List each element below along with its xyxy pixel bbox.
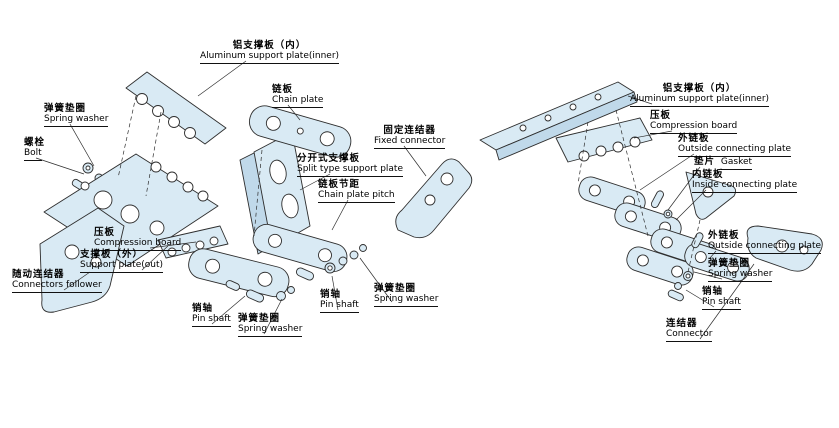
label-split-type-support-plate: 分开式支撑板 Split type support plate (297, 153, 403, 178)
label-text-en: Compression board (650, 121, 738, 135)
label-text-en: Chain plate (272, 95, 324, 109)
label-text-en: Gasket (720, 157, 753, 170)
axis-lines (117, 95, 701, 273)
label-text-zh: 铝支撑板（内） (232, 40, 307, 51)
label-compression-board-left: 压板 Compression board (94, 227, 182, 252)
label-fixed-connector: 固定连结器 Fixed connector (374, 125, 446, 150)
label-text-en: Aluminum support plate(inner) (200, 51, 340, 65)
label-text-zh: 固定连结器 (383, 125, 436, 136)
shape-compression-board-right (555, 117, 653, 163)
label-text-en: Split type support plate (297, 164, 403, 178)
label-connector: 连结器 Connector (666, 318, 713, 343)
label-bolt: 螺栓 Bolt (24, 137, 46, 162)
label-text-zh: 压板 (650, 110, 672, 121)
label-text-zh: 垫片 (694, 156, 716, 167)
label-pin-shaft-right: 销轴 Pin shaft (702, 286, 741, 311)
label-text-zh: 随动连结器 (12, 269, 65, 280)
label-text-en: Outside connecting plate (708, 241, 822, 255)
shape-aluminum-support-plate-inner-left (125, 71, 227, 145)
label-text-en: Chain plate pitch (318, 190, 395, 204)
label-text-zh: 链板节距 (318, 179, 361, 190)
label-text-zh: 分开式支撑板 (297, 153, 361, 164)
label-spring-washer-lower-left: 弹簧垫圈 Spring washer (238, 313, 303, 338)
label-compression-board-right: 压板 Compression board (650, 110, 738, 135)
label-text-zh: 弹簧垫圈 (44, 103, 87, 114)
label-text-en: Outside connecting plate (678, 144, 792, 158)
label-text-en: Fixed connector (374, 136, 446, 150)
label-text-zh: 支撑板（外） (80, 249, 144, 260)
label-spring-washer-right: 弹簧垫圈 Spring washer (708, 258, 773, 283)
shape-connector (746, 225, 823, 272)
label-spring-washer-center: 弹簧垫圈 Spring washer (374, 283, 439, 308)
label-text-en: Bolt (24, 148, 42, 162)
leader-lines (35, 60, 755, 340)
label-inside-connecting-plate: 内链板 Inside connecting plate (692, 169, 798, 194)
shape-connecting-plates-right (578, 176, 750, 286)
label-text-en: Connectors follower (12, 280, 102, 294)
label-text-en: Support plate(out) (80, 260, 163, 274)
label-text-en: Inside connecting plate (692, 180, 798, 194)
label-text-en: Pin shaft (320, 300, 359, 314)
label-text-zh: 链板 (272, 84, 294, 95)
label-text-en: Pin shaft (702, 297, 741, 311)
label-text-zh: 销轴 (192, 303, 214, 314)
shape-aluminum-support-plate-inner-right (479, 81, 638, 161)
label-text-en: Spring washer (374, 294, 439, 308)
shape-compression-board-left (157, 225, 229, 259)
label-text-zh: 压板 (94, 227, 116, 238)
label-gasket: 垫片 Gasket (694, 156, 753, 170)
shape-chain-plate (248, 105, 352, 158)
label-text-en: Compression board (94, 238, 182, 252)
label-text-en: Spring washer (44, 114, 109, 128)
label-connectors-follower: 随动连结器 Connectors follower (12, 269, 102, 294)
label-aluminum-support-plate-inner-left: 铝支撑板（内） Aluminum support plate(inner) (200, 40, 340, 65)
label-chain-plate-pitch: 链板节距 Chain plate pitch (318, 179, 395, 204)
label-text-en: Spring washer (708, 269, 773, 283)
label-text-zh: 内链板 (692, 169, 724, 180)
label-text-zh: 螺栓 (24, 137, 46, 148)
label-chain-plate: 链板 Chain plate (272, 84, 324, 109)
shape-pins-washers-left (225, 244, 367, 303)
label-outside-connecting-plate-upper: 外链板 Outside connecting plate (678, 133, 792, 158)
label-support-plate-out: 支撑板（外） Support plate(out) (80, 249, 163, 274)
label-text-zh: 弹簧垫圈 (238, 313, 281, 324)
label-pin-shaft-lower-left: 销轴 Pin shaft (192, 303, 231, 328)
label-text-zh: 铝支撑板（内） (662, 83, 737, 94)
label-text-en: Pin shaft (192, 314, 231, 328)
label-text-zh: 外链板 (678, 133, 710, 144)
label-text-zh: 连结器 (666, 318, 698, 329)
label-text-en: Aluminum support plate(inner) (630, 94, 770, 108)
shape-fixed-connector (395, 158, 473, 239)
label-text-en: Connector (666, 329, 713, 343)
shape-gasket-plate (685, 171, 737, 220)
label-text-zh: 销轴 (320, 289, 342, 300)
label-text-zh: 弹簧垫圈 (708, 258, 751, 269)
label-aluminum-support-plate-inner-right: 铝支撑板（内） Aluminum support plate(inner) (630, 83, 770, 108)
label-text-zh: 外链板 (708, 230, 740, 241)
label-text-en: Spring washer (238, 324, 303, 338)
label-spring-washer-top-left: 弹簧垫圈 Spring washer (44, 103, 109, 128)
label-outside-connecting-plate-lower: 外链板 Outside connecting plate (708, 230, 822, 255)
label-text-zh: 销轴 (702, 286, 724, 297)
label-text-zh: 弹簧垫圈 (374, 283, 417, 294)
shape-connectors-follower (39, 207, 125, 313)
label-pin-shaft-center: 销轴 Pin shaft (320, 289, 359, 314)
shape-chain-plate-2 (252, 223, 348, 273)
